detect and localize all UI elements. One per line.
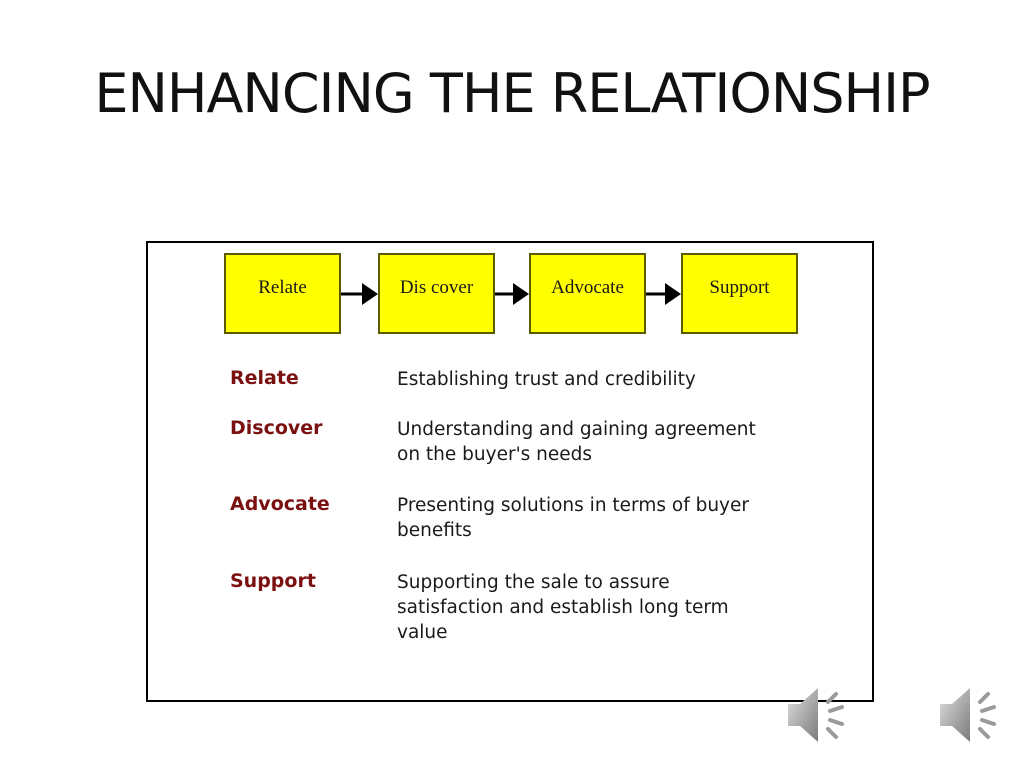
flow-arrow-icon [646, 283, 681, 305]
speaker-icon[interactable] [936, 680, 1006, 750]
description-line: Understanding and gaining agreement [397, 419, 756, 440]
description-line: on the buyer's needs [397, 444, 593, 465]
term-label: Discover [230, 417, 323, 439]
description-line: Supporting the sale to assure [397, 572, 670, 593]
term-label: Relate [230, 367, 299, 389]
flow-arrow-icon [341, 283, 378, 305]
term-description: Understanding and gaining agreement on t… [397, 417, 867, 467]
description-line: satisfaction and establish long term [397, 597, 729, 618]
description-line: Establishing trust and credibility [397, 369, 696, 390]
term-description: Presenting solutions in terms of buyer b… [397, 493, 867, 543]
term-description: Establishing trust and credibility [397, 367, 867, 392]
term-label: Support [230, 570, 316, 592]
description-line: Presenting solutions in terms of buyer [397, 495, 749, 516]
slide-title: ENHANCING THE RELATIONSHIP [94, 62, 930, 125]
term-label: Advocate [230, 493, 330, 515]
step-advocate: Advocate [529, 253, 646, 334]
description-line: value [397, 622, 448, 643]
description-line: benefits [397, 520, 472, 541]
step-support: Support [681, 253, 798, 334]
step-discover: Dis cover [378, 253, 495, 334]
step-relate: Relate [224, 253, 341, 334]
term-description: Supporting the sale to assure satisfacti… [397, 570, 867, 645]
flow-arrow-icon [495, 283, 529, 305]
process-diagram: Relate Dis cover Advocate Support Relate… [146, 241, 874, 702]
speaker-icon[interactable] [784, 680, 854, 750]
